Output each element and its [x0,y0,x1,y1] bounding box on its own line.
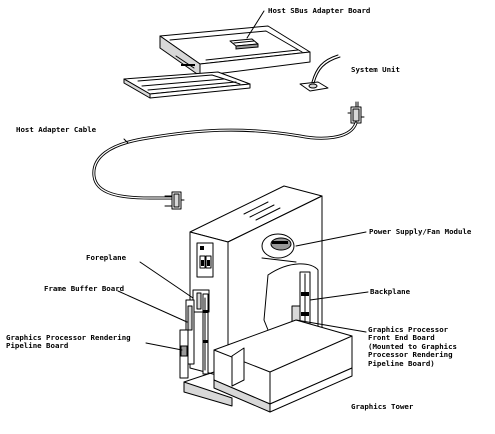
label-power-supply-fan-module: Power Supply/Fan Module [369,227,472,236]
graphics-tower-illustration [179,185,353,413]
system-unit-illustration [123,25,341,99]
label-host-adapter-cable: Host Adapter Cable [16,125,97,134]
label-graphics-processor-rendering-pipeline-board: Graphics Processor Rendering Pipeline Bo… [6,333,131,351]
leader-lines [117,10,369,351]
label-graphics-tower: Graphics Tower [351,402,414,411]
label-host-sbus-adapter-board: Host SBus Adapter Board [268,6,371,15]
label-system-unit: System Unit [351,65,400,74]
label-frame-buffer-board: Frame Buffer Board [44,284,125,293]
label-backplane: Backplane [370,287,411,296]
label-graphics-processor-front-end-board: Graphics Processor Front End Board (Moun… [368,325,457,368]
host-adapter-cable-illustration [92,101,365,210]
label-foreplane: Foreplane [86,253,127,262]
